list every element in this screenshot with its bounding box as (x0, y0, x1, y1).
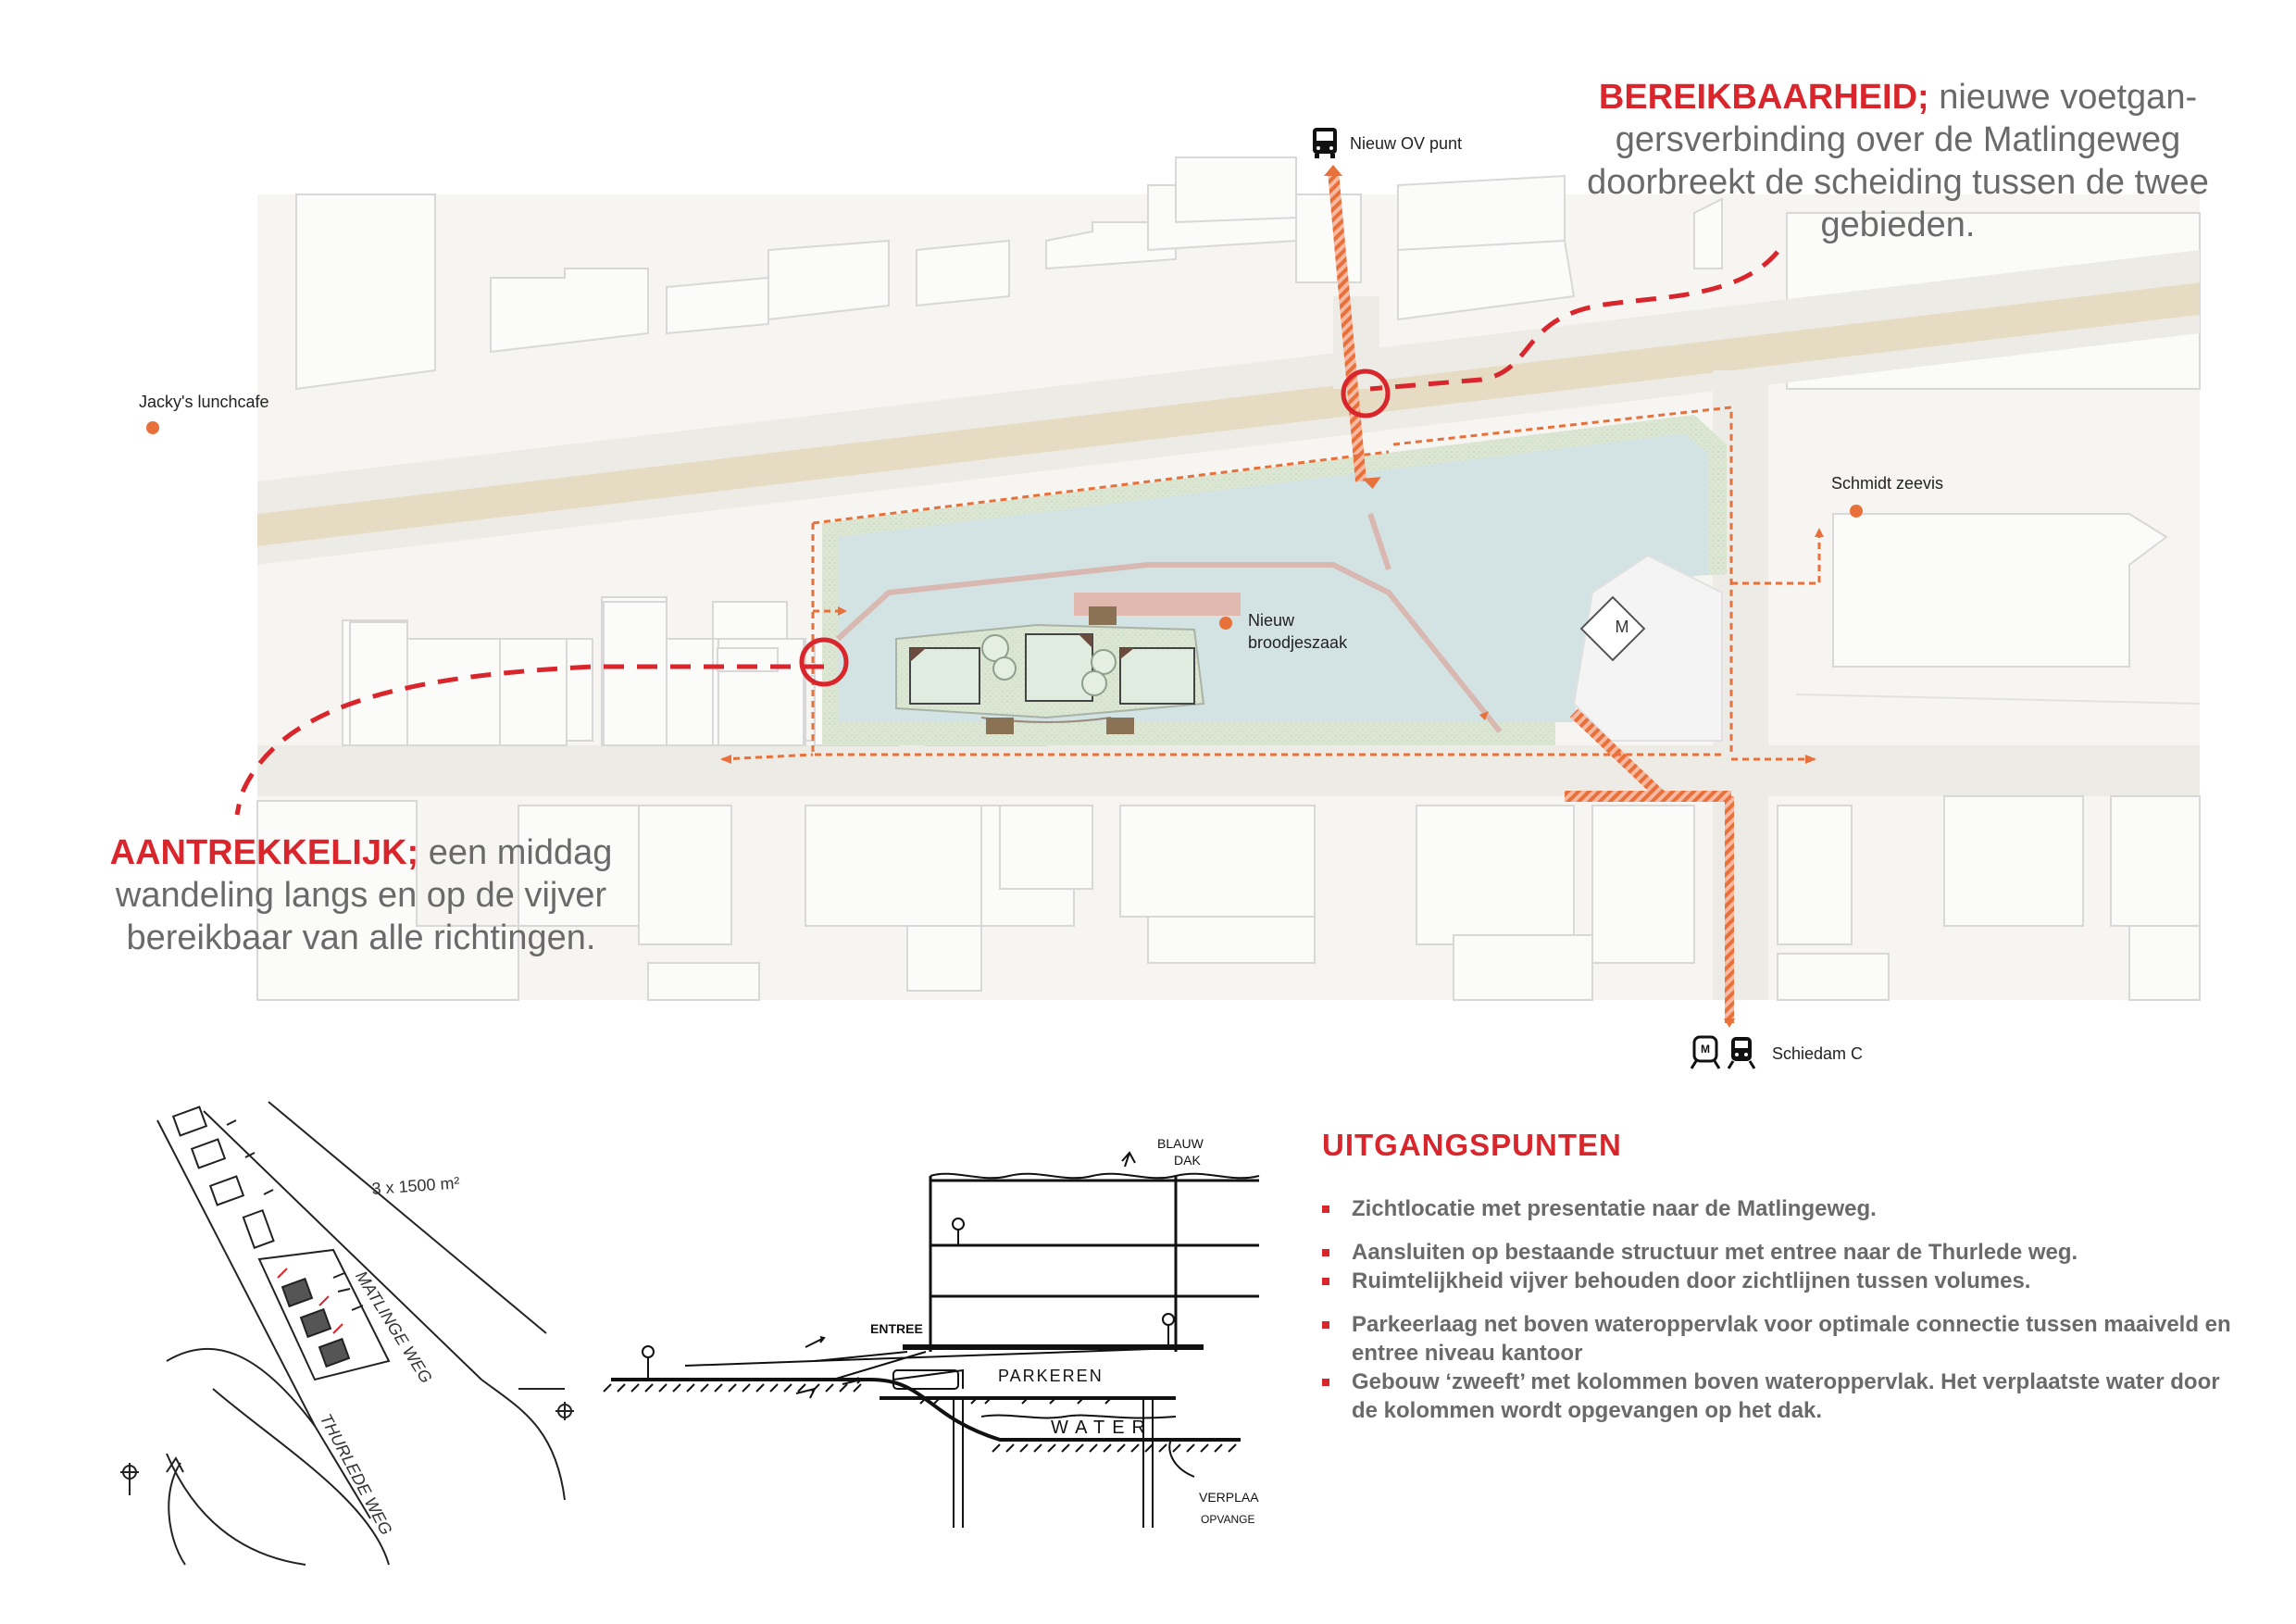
section-blauw: BLAUW (1157, 1136, 1204, 1151)
svg-text:M: M (1701, 1043, 1710, 1056)
plan-area-note: 3 x 1500 m² (371, 1173, 460, 1198)
uitgangspunten-title: UITGANGSPUNTEN (1322, 1128, 1622, 1162)
label-broodjeszaak: broodjeszaak (1248, 633, 1348, 652)
red-dashed-lines (234, 250, 1779, 816)
statement-bereikbaarheid-line-2: gersverbinding over de Matlingeweg (1615, 120, 2181, 159)
label-nieuw-ov-punt: Nieuw OV punt (1350, 134, 1463, 153)
building-east (1832, 513, 2168, 668)
circle-ov-crossing (1341, 369, 1391, 418)
statement-aantrekkelijk-line-2: wandeling langs en op de vijver (115, 876, 607, 915)
list-item: Gebouw ‘zweeft’ met kolommen boven water… (1322, 1368, 2248, 1425)
buildings-south (256, 795, 2201, 1001)
pond-paths (835, 513, 1503, 733)
section-entree: ENTREE (870, 1321, 923, 1336)
metro-icon: M (1690, 1035, 1721, 1069)
sketch-plan (120, 1101, 574, 1566)
uitgangspunten-list: Zichtlocatie met presentatie naar de Mat… (1322, 1194, 2248, 1425)
section-hatching (603, 1383, 1237, 1453)
metro-marker: M (1616, 618, 1629, 636)
list-item: Aansluiten op bestaande structuur met en… (1322, 1238, 2248, 1267)
statement-aantrekkelijk: AANTREKKELIJK; een middag wandeling lang… (102, 831, 620, 959)
list-item: Parkeerlaag net boven wateroppervlak voo… (1322, 1310, 2248, 1368)
statement-bereikbaarheid-line-3: doorbreekt de scheiding tussen de twee (1587, 163, 2209, 202)
plan-road-thurlede: THURLEDE WEG (317, 1411, 396, 1538)
list-item: Zichtlocatie met presentatie naar de Mat… (1322, 1194, 2248, 1223)
road-thurlede (257, 745, 2200, 796)
building-volumes (895, 606, 1205, 734)
statement-aantrekkelijk-line-3: bereikbaar van alle richtingen. (126, 918, 596, 957)
route-arrows (720, 165, 1824, 1028)
section-parkeren: PARKEREN (998, 1367, 1104, 1385)
road-matlingeweg (257, 282, 2200, 546)
label-schmidt-zeevis: Schmidt zeevis (1831, 474, 1944, 493)
label-jackys-lunchcafe: Jacky's lunchcafe (139, 393, 269, 411)
location-dots (146, 421, 1863, 630)
statement-aantrekkelijk-line-1: een middag (428, 833, 613, 872)
statement-bereikbaarheid-line-1: nieuwe voetgan- (1939, 78, 2198, 117)
section-opvange: OPVANGE (1201, 1513, 1254, 1526)
label-schiedam-c: Schiedam C (1772, 1044, 1864, 1063)
statement-bereikbaarheid-line-4: gebieden. (1820, 206, 1976, 244)
label-nieuw: Nieuw (1248, 611, 1295, 630)
plan-road-matlinge: MATLINGE WEG (352, 1268, 435, 1386)
train-icon (1727, 1037, 1756, 1069)
bus-icon (1313, 128, 1337, 158)
list-item: Ruimtelijkheid vijver behouden door zich… (1322, 1267, 2248, 1295)
sketch-section (611, 1151, 1260, 1528)
section-water: WATER (1051, 1418, 1153, 1438)
section-verplaa: VERPLAA (1199, 1490, 1259, 1505)
statement-bereikbaarheid: BEREIKBAARHEID; nieuwe voetgan- gersverb… (1565, 76, 2231, 246)
statement-aantrekkelijk-keyword: AANTREKKELIJK; (109, 833, 419, 872)
site-outline (721, 406, 1821, 761)
statement-bereikbaarheid-keyword: BEREIKBAARHEID; (1598, 78, 1929, 117)
section-dak: DAK (1174, 1153, 1201, 1168)
circle-west-entry (799, 637, 849, 687)
